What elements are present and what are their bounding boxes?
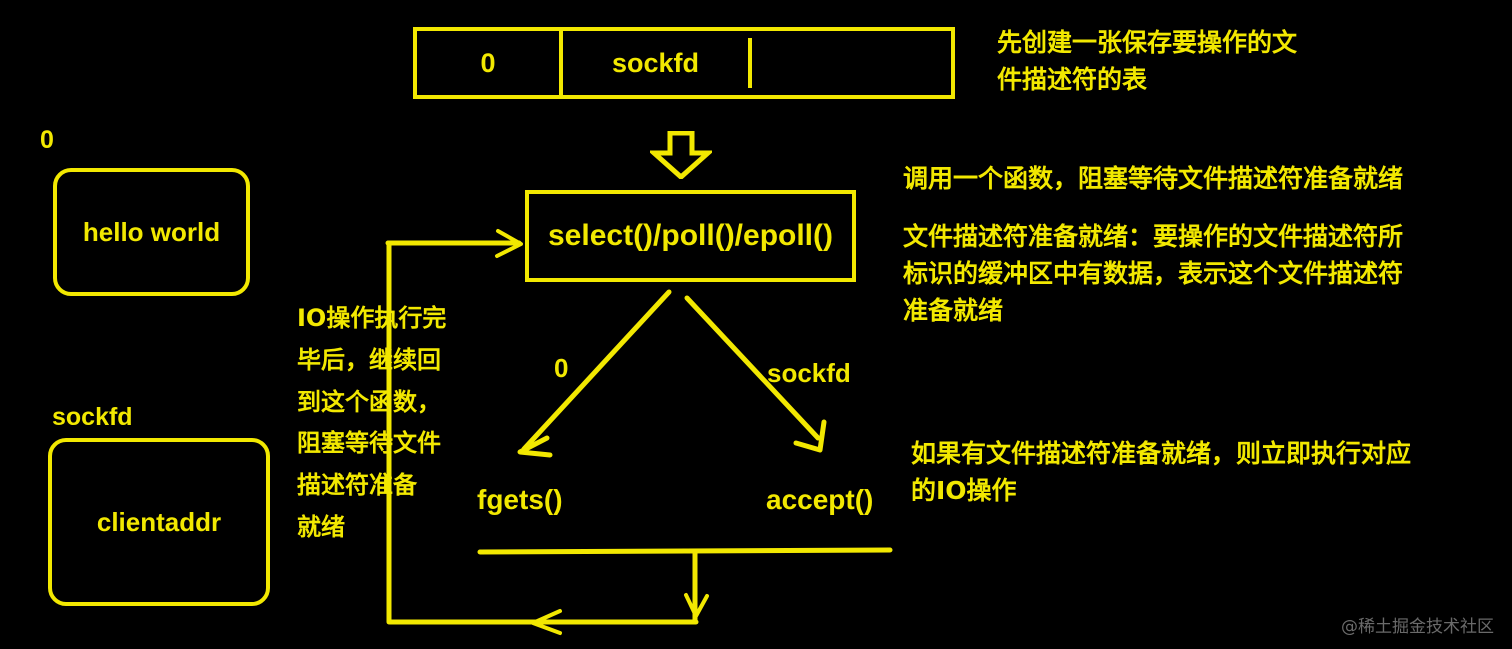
fd-table-cell-1: sockfd: [611, 47, 700, 78]
buffer-box-hello-world-label: hello world: [82, 216, 221, 247]
watermark: @稀土掘金技术社区: [1341, 617, 1494, 637]
branch-edge-label-sockfd: sockfd: [767, 358, 851, 388]
branch-arrow-left: [517, 289, 672, 458]
fd-table: 0 sockfd: [413, 27, 955, 99]
buffer-tag-sockfd: sockfd: [52, 403, 133, 431]
fd-table-cell-0: 0: [417, 31, 563, 95]
fd-table-divider: [748, 38, 752, 88]
merge-bar: [477, 547, 893, 555]
select-poll-epoll-label: select()/poll()/epoll(): [548, 219, 833, 252]
annotation-loop-back: IO操作执行完 毕后，继续回 到这个函数， 阻塞等待文件 描述符准备 就绪: [297, 304, 447, 541]
annotation-if-ready: 如果有文件描述符准备就绪，则立即执行对应 的IO操作: [911, 439, 1412, 505]
annotation-create-table: 先创建一张保存要操作的文 件描述符的表: [997, 28, 1298, 94]
buffer-box-clientaddr-label: clientaddr: [96, 506, 222, 537]
leaf-label-accept: accept(): [766, 484, 874, 515]
annotation-fd-ready-explain: 文件描述符准备就绪：要操作的文件描述符所 标识的缓冲区中有数据，表示这个文件描述…: [903, 222, 1404, 325]
annotation-call-function: 调用一个函数，阻塞等待文件描述符准备就绪: [903, 164, 1404, 193]
buffer-tag-0: 0: [40, 126, 54, 154]
leaf-label-fgets: fgets(): [477, 484, 563, 515]
buffer-box-clientaddr: clientaddr: [48, 438, 270, 606]
fd-table-cell-2: [752, 31, 951, 95]
merge-down-arrow: [684, 551, 709, 620]
feedback-into-box-arrow: [385, 229, 523, 258]
feedback-return-line: [387, 609, 699, 635]
block-down-arrow-icon: [650, 131, 712, 179]
select-poll-epoll-box: select()/poll()/epoll(): [525, 190, 856, 282]
buffer-box-hello-world: hello world: [53, 168, 250, 296]
branch-edge-label-0: 0: [554, 353, 569, 383]
